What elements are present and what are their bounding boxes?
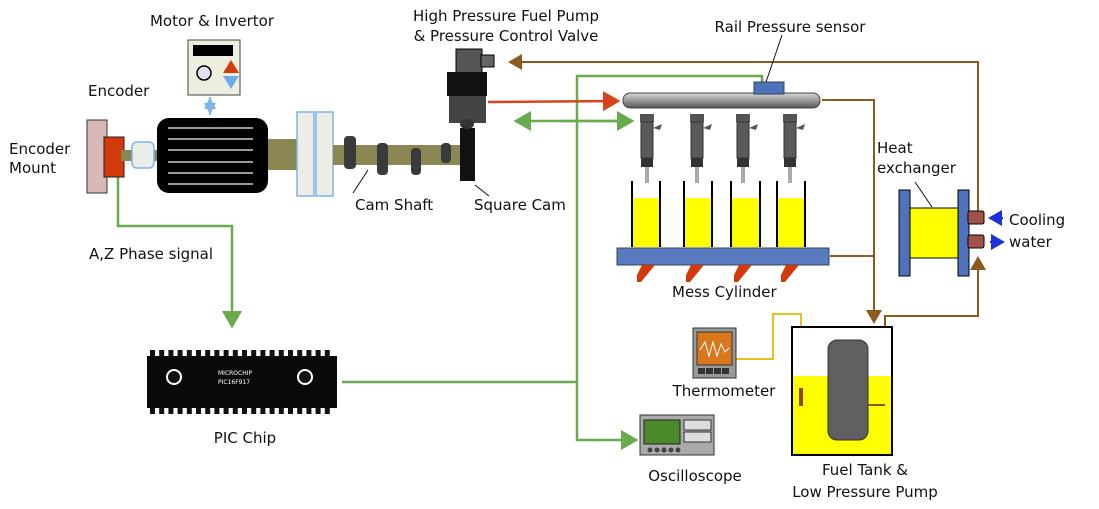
- label-heat-exchanger: Heat: [877, 139, 913, 157]
- label-encoder-mount-2: Mount: [9, 159, 56, 177]
- square-cam: [460, 128, 475, 181]
- label-pump-2: & Pressure Control Valve: [414, 27, 599, 45]
- label-pic-chip: PIC Chip: [214, 429, 276, 447]
- cam-shaft: [333, 145, 461, 165]
- label-heat-exchanger-2: exchanger: [877, 159, 957, 177]
- flange-1: [296, 111, 315, 197]
- drive-shaft: [268, 139, 300, 170]
- motor: [157, 118, 268, 193]
- drain-nozzle: [734, 265, 752, 282]
- drain-nozzles: [637, 265, 799, 282]
- down-arrow-icon: [223, 76, 239, 89]
- label-encoder: Encoder: [88, 82, 150, 100]
- injector: [690, 114, 712, 183]
- flange-2: [315, 111, 334, 197]
- label-encoder-mount: Encoder: [9, 140, 71, 158]
- thermometer-device: [692, 327, 737, 379]
- label-mess-cylinder: Mess Cylinder: [672, 283, 778, 301]
- injector: [736, 114, 758, 183]
- cylinder-base: [616, 247, 830, 266]
- mess-cylinder: [776, 181, 806, 247]
- injector: [640, 114, 662, 183]
- label-rail-sensor: Rail Pressure sensor: [715, 18, 867, 36]
- mess-cylinder: [683, 181, 713, 247]
- common-rail: [622, 92, 821, 109]
- label-thermometer: Thermometer: [672, 382, 777, 400]
- label-cooling-2: water: [1009, 233, 1053, 251]
- oscilloscope-device: [639, 414, 715, 456]
- label-phase-signal: A,Z Phase signal: [89, 245, 213, 263]
- label-motor-inverter: Motor & Invertor: [150, 12, 275, 30]
- chip-model: PIC16F917: [218, 379, 250, 386]
- pic-chip: MICROCHIP PIC16F917: [147, 350, 337, 414]
- signal-lines: [116, 74, 764, 450]
- chip-brand: MICROCHIP: [218, 370, 252, 377]
- up-arrow-icon: [223, 60, 239, 73]
- coupling: [131, 141, 155, 169]
- label-cooling: Cooling: [1009, 211, 1065, 229]
- inverter: [187, 39, 241, 96]
- mess-cylinder: [631, 181, 661, 247]
- injector: [783, 114, 805, 183]
- label-fuel-tank-2: Low Pressure Pump: [792, 483, 938, 501]
- injectors: [640, 114, 805, 183]
- label-cam-shaft: Cam Shaft: [355, 196, 433, 214]
- cam-lobes: [344, 136, 451, 175]
- drain-nozzle: [637, 265, 655, 282]
- mess-cylinders: [631, 181, 806, 247]
- drain-nozzle: [686, 265, 704, 282]
- label-pump: High Pressure Fuel Pump: [413, 7, 599, 25]
- mess-cylinder: [730, 181, 761, 247]
- label-fuel-tank: Fuel Tank &: [822, 461, 908, 479]
- high-pressure-pump: [447, 48, 495, 129]
- heat-exchanger: [898, 189, 985, 277]
- label-square-cam: Square Cam: [474, 196, 566, 214]
- high-pressure-line: [487, 91, 621, 112]
- label-oscilloscope: Oscilloscope: [648, 467, 742, 485]
- drain-nozzle: [781, 265, 799, 282]
- rail-pressure-sensor: [753, 81, 785, 95]
- fuel-tank: [791, 326, 893, 456]
